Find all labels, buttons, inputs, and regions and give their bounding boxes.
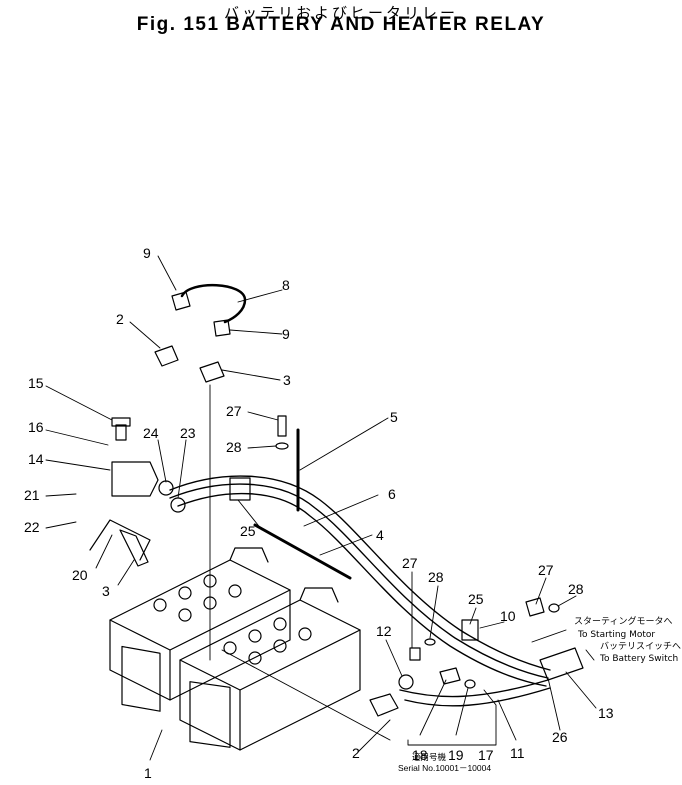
callout-11: 11	[510, 745, 525, 761]
callout-10: 10	[500, 608, 516, 624]
callout-19: 19	[448, 747, 464, 763]
callout-1: 1	[144, 765, 152, 781]
callout-27-right: 27	[538, 562, 554, 578]
callout-27-left: 27	[226, 403, 242, 419]
callout-12: 12	[376, 623, 392, 639]
battery-left	[109, 547, 291, 712]
callout-9-bottom: 9	[282, 326, 290, 342]
callout-2-bottom: 2	[352, 745, 360, 761]
callout-3-top: 3	[283, 372, 291, 388]
note-battery-switch-en: To Battery Switch	[599, 654, 678, 664]
callout-28-middle: 28	[428, 569, 444, 585]
figure-title: Fig. 151 BATTERY AND HEATER RELAY	[136, 14, 546, 35]
note-starting-motor-jp: スターティングモータへ	[574, 615, 672, 627]
callout-27-middle: 27	[402, 555, 418, 571]
callout-2-top: 2	[116, 311, 124, 327]
callout-4: 4	[376, 527, 384, 543]
callout-20: 20	[72, 567, 88, 583]
callout-8: 8	[282, 277, 290, 293]
callout-28-right: 28	[568, 581, 584, 597]
callout-6: 6	[388, 486, 396, 502]
callout-14: 14	[28, 451, 44, 467]
callout-18: 18	[412, 747, 428, 763]
serial-note: 適用号機 Serial No.10001－10004	[398, 752, 491, 774]
callout-17: 17	[478, 747, 494, 763]
callout-9-top: 9	[143, 245, 151, 261]
serial-label-jp: 適用号機	[412, 752, 447, 762]
serial-number: Serial No.10001－10004	[398, 763, 492, 773]
callout-28-left: 28	[226, 439, 242, 455]
callout-23: 23	[180, 425, 196, 441]
battery-right	[179, 587, 361, 751]
callout-24: 24	[143, 425, 159, 441]
callout-26: 26	[552, 729, 568, 745]
callout-5: 5	[390, 409, 398, 425]
note-battery-switch-jp: バッテリスイッチへ	[600, 641, 681, 652]
callout-25-left: 25	[240, 523, 256, 539]
callout-3-bottom: 3	[102, 583, 110, 599]
callout-15: 15	[28, 375, 44, 391]
callout-13: 13	[598, 705, 614, 721]
callout-16: 16	[28, 419, 44, 435]
note-starting-motor-en: To Starting Motor	[577, 630, 655, 640]
callout-22: 22	[24, 519, 40, 535]
figure-title-japanese: バッテリおよびヒータリレー	[223, 4, 458, 22]
callout-21: 21	[24, 487, 40, 503]
callout-25-right: 25	[468, 591, 484, 607]
